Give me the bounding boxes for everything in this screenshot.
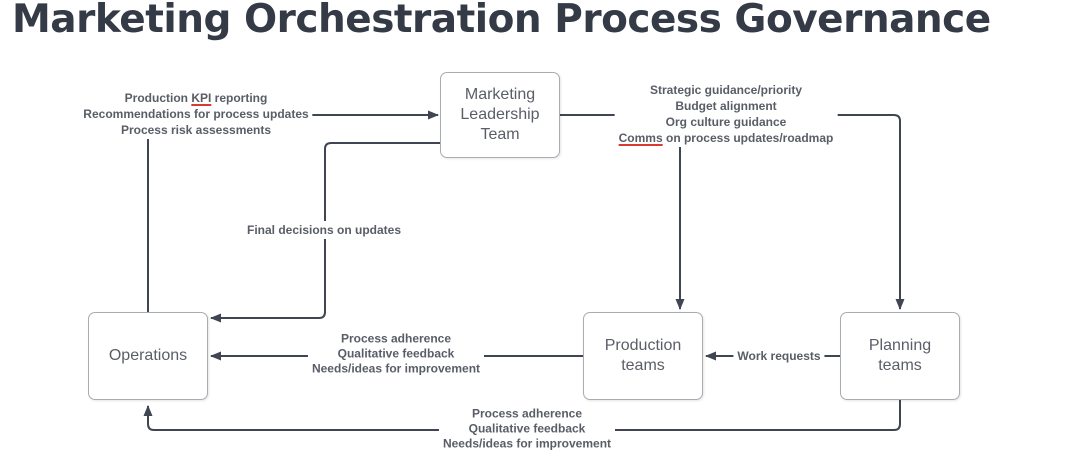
node-operations: Operations [88, 312, 208, 400]
node-label: Production teams [604, 337, 682, 374]
label-line: Budget alignment [675, 99, 777, 113]
label-line: Strategic guidance/priority [649, 83, 803, 97]
edge-label-planning-to-operations: Process adherence Qualitative feedback N… [438, 405, 616, 453]
edge-label-planning-to-production: Work requests [733, 347, 825, 365]
label-line: Production KPI reporting [83, 90, 308, 106]
edge-label-leadership-to-operations: Final decisions on updates [242, 221, 406, 239]
label-line: Qualitative feedback [468, 421, 586, 436]
label-text: reporting [211, 91, 268, 105]
node-planning-teams: Planning teams [840, 312, 960, 400]
label-line: Process adherence [471, 406, 583, 421]
spellcheck-flagged-word: Comms [618, 131, 663, 145]
label-line: Process adherence [340, 331, 452, 346]
label-line: Recommendations for process updates [83, 107, 309, 121]
node-label: Planning teams [868, 337, 932, 374]
label-line: Needs/ideas for improvement [442, 436, 612, 451]
spellcheck-flagged-word: KPI [191, 91, 212, 105]
label-text: on process updates/roadmap [662, 131, 834, 145]
node-production-teams: Production teams [583, 312, 703, 400]
page-title: Marketing Orchestration Process Governan… [12, 0, 991, 42]
edge-leadership-to-planning [560, 114, 905, 310]
label-line: Qualitative feedback [337, 346, 455, 361]
node-label: Operations [108, 347, 188, 364]
node-label: Marketing Leadership Team [460, 86, 540, 143]
edge-label-operations-to-leadership: Production KPI reporting Recommendations… [79, 89, 313, 139]
edge-operations-to-leadership [147, 110, 439, 312]
edge-label-production-to-operations: Process adherence Qualitative feedback N… [307, 330, 485, 378]
label-line: Needs/ideas for improvement [311, 361, 481, 376]
label-line: Process risk assessments [120, 123, 272, 137]
label-line: Org culture guidance [665, 115, 787, 129]
node-marketing-leadership-team: Marketing Leadership Team [440, 72, 560, 158]
edge-label-leadership-to-teams: Strategic guidance/priority Budget align… [614, 81, 838, 147]
label-line: Comms on process updates/roadmap [619, 130, 834, 146]
label-text: Production [124, 91, 192, 105]
